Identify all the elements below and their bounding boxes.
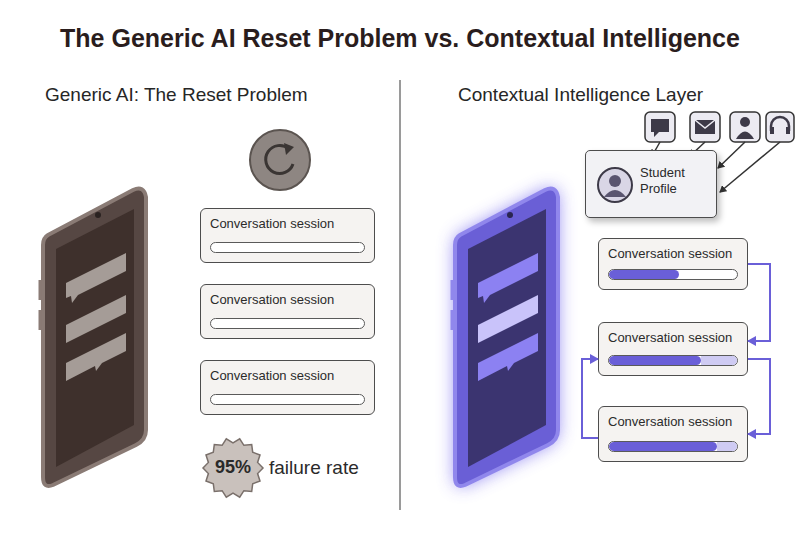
diagram-title: The Generic AI Reset Problem vs. Context… xyxy=(0,24,800,53)
chat-glyph xyxy=(651,119,669,137)
divider-line xyxy=(399,80,401,510)
person-head xyxy=(740,117,750,127)
progress-fill xyxy=(609,356,701,365)
chat-icon xyxy=(645,112,675,142)
phone-body xyxy=(43,189,146,486)
avatar-body xyxy=(604,190,626,197)
session-box: Conversation session xyxy=(200,360,375,415)
profile-label: Student Profile xyxy=(640,165,712,197)
headset-ear xyxy=(770,127,774,134)
mail-flap xyxy=(695,120,715,128)
progress-bar xyxy=(210,318,365,329)
session-label: Conversation session xyxy=(608,330,732,345)
avatar-ring xyxy=(598,168,632,202)
phone-gray xyxy=(40,189,146,486)
session-label: Conversation session xyxy=(210,368,334,383)
phone-screen xyxy=(56,209,134,467)
phone-glow xyxy=(455,189,558,486)
session-label: Conversation session xyxy=(210,216,334,231)
phone-purple xyxy=(452,189,558,486)
session-box: Conversation session xyxy=(200,208,375,263)
phone-camera xyxy=(507,212,513,218)
profile-card: Student Profile xyxy=(585,150,717,218)
headset-ear xyxy=(786,127,790,134)
badge-caption: failure rate xyxy=(269,457,359,479)
mail-glyph xyxy=(695,120,715,134)
chat-bubble xyxy=(478,295,538,343)
phone-button xyxy=(39,280,42,300)
progress-bar xyxy=(608,355,738,366)
phone-button xyxy=(451,280,454,300)
session-box: Conversation session xyxy=(200,284,375,339)
chat-bubble xyxy=(478,333,538,381)
mail-icon xyxy=(690,112,720,142)
chat-bubble xyxy=(478,253,538,303)
progress-bar xyxy=(210,394,365,405)
progress-remainder xyxy=(717,442,737,451)
progress-bar xyxy=(210,242,365,253)
avatar-icon xyxy=(596,166,634,204)
progress-bar xyxy=(608,441,738,452)
chat-bubble xyxy=(66,253,126,303)
person-body xyxy=(736,132,754,140)
person-icon xyxy=(730,112,760,142)
reset-icon xyxy=(250,130,310,190)
session-box: Conversation session xyxy=(598,238,748,290)
failure-badge: 95%failure rate xyxy=(200,437,266,499)
session-label: Conversation session xyxy=(210,292,334,307)
chat-bubble xyxy=(66,333,126,381)
phone-camera xyxy=(95,212,101,218)
session-box: Conversation session xyxy=(598,406,748,462)
reset-arrowhead xyxy=(284,143,294,155)
headset-icon xyxy=(766,112,794,142)
session-label: Conversation session xyxy=(608,414,732,429)
phone-button xyxy=(39,310,42,330)
badge-value: 95% xyxy=(200,457,266,478)
feed-arrow xyxy=(720,142,780,192)
section-heading: Generic AI: The Reset Problem xyxy=(45,84,308,106)
avatar-head xyxy=(609,175,621,187)
progress-bar xyxy=(608,269,738,280)
phone-screen xyxy=(468,209,546,467)
flow-connector xyxy=(748,359,770,434)
flow-connector xyxy=(748,264,770,341)
chat-bubble xyxy=(66,295,126,343)
session-label: Conversation session xyxy=(608,246,732,261)
phone-body xyxy=(455,189,558,486)
progress-fill xyxy=(609,270,679,279)
section-heading: Contextual Intelligence Layer xyxy=(458,84,703,106)
reset-circle xyxy=(250,130,310,190)
session-box: Conversation session xyxy=(598,322,748,376)
flow-connector xyxy=(582,359,598,438)
feed-arrow xyxy=(718,142,745,168)
progress-remainder xyxy=(701,356,737,365)
phone-button xyxy=(451,310,454,330)
progress-fill xyxy=(609,442,717,451)
